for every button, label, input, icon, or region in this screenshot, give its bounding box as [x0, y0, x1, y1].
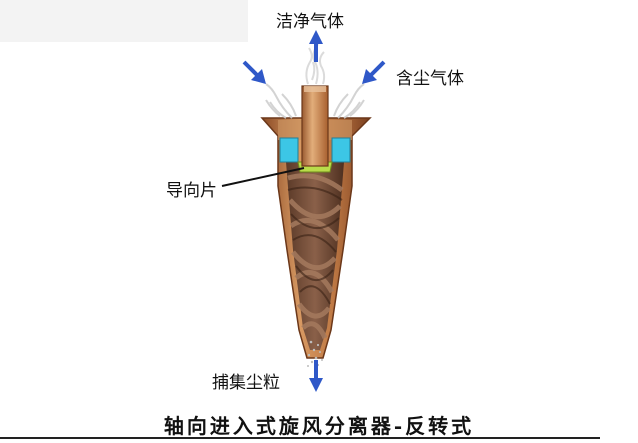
- arrow-down-icon: [309, 360, 323, 392]
- label-dusty-gas: 含尘气体: [396, 69, 464, 89]
- diagram-caption: 轴向进入式旋风分离器-反转式: [163, 414, 475, 438]
- cyan-block-right: [331, 137, 351, 163]
- dusty-gas-wisps-left: [265, 83, 297, 119]
- spiral-dust-flow: [287, 173, 344, 340]
- outlet-pipe: [301, 85, 329, 167]
- arrow-in-left-icon: [242, 60, 266, 84]
- label-guide-vane: 导向片: [166, 181, 217, 201]
- cyan-block-left: [279, 137, 299, 163]
- dusty-gas-wisps-right: [333, 83, 365, 119]
- arrow-up-icon: [309, 30, 323, 62]
- guide-vane-leader-line: [221, 167, 305, 187]
- background-panel: [0, 0, 248, 42]
- label-clean-gas: 洁净气体: [276, 12, 344, 32]
- caption-underline: [0, 437, 600, 439]
- label-dust-collection: 捕集尘粒: [212, 373, 280, 393]
- arrow-in-right-icon: [362, 60, 386, 84]
